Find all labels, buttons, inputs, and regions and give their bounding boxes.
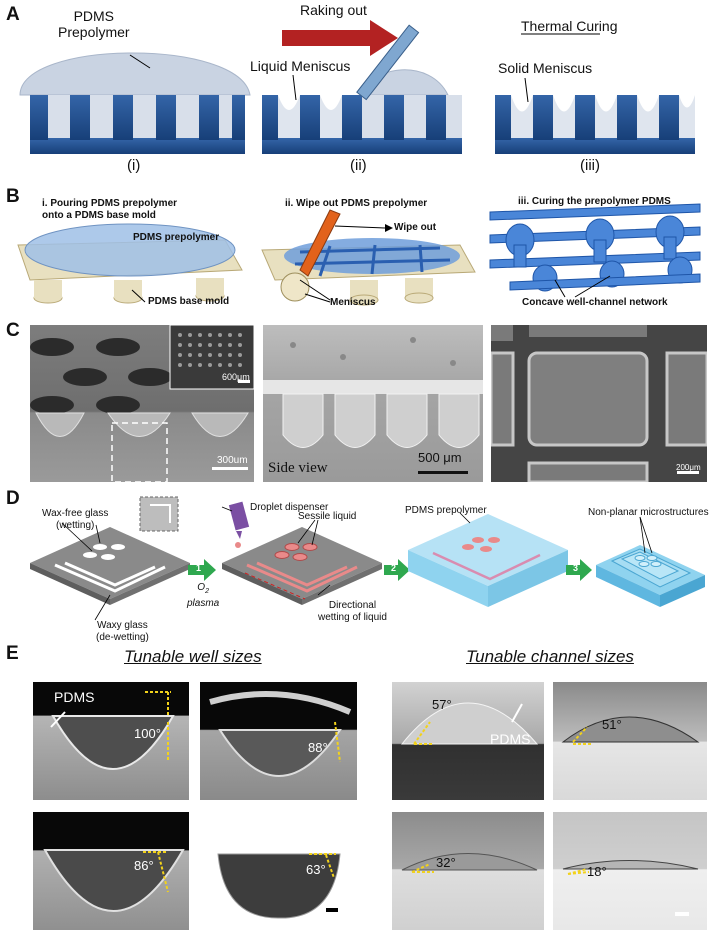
concave-network	[489, 203, 701, 292]
c-scale2: 500 μm	[418, 450, 462, 465]
sem-image-wells	[30, 325, 254, 482]
mold-i	[30, 95, 245, 154]
d-step-3: 3	[573, 563, 579, 573]
panel-d-diagram	[30, 496, 705, 621]
d-pdms-prepolymer-label: PDMS prepolymer	[405, 505, 487, 516]
step-iii-label: (iii)	[580, 157, 600, 174]
prepolymer-dome	[19, 52, 251, 96]
step-ii-label: (ii)	[350, 157, 367, 174]
mold-ii	[262, 95, 462, 154]
d-waxy-label: Waxy glass (de-wetting)	[96, 620, 149, 643]
glass-plate-1	[30, 496, 190, 605]
d-step-1: 1	[196, 563, 202, 573]
step-arrow-1	[188, 559, 216, 581]
e-channel-title: Tunable channel sizes	[466, 647, 634, 666]
raking-arrow	[282, 20, 398, 56]
well-image-4	[214, 850, 344, 920]
panel-a-letter: A	[6, 4, 20, 25]
rake-blade	[356, 24, 420, 101]
c-inset-scale: 600μm	[222, 372, 250, 382]
panel-a-diagram	[19, 20, 695, 154]
channel-image-1	[392, 682, 544, 800]
channel-angle-1: 57°	[432, 697, 452, 712]
c-side-view-label: Side view	[268, 460, 328, 476]
panel-e-letter: E	[6, 643, 19, 664]
channel-angle-2: 51°	[602, 717, 622, 732]
glass-plate-2	[222, 501, 382, 605]
sem-image-side	[263, 325, 483, 482]
wiper-blade	[299, 209, 341, 277]
d-directional-label: Directional wetting of liquid	[318, 600, 387, 623]
d-wax-free-label: Wax-free glass (wetting)	[42, 508, 109, 531]
b-network-label: Concave well-channel network	[522, 297, 668, 308]
b-prepolymer-label: PDMS prepolymer	[133, 232, 220, 243]
well-angle-1: 100°	[134, 726, 161, 741]
thermal-curing-label: Thermal Curing	[521, 18, 618, 34]
prepolymer-disc	[24, 223, 236, 277]
b-step1-title: i. Pouring PDMS prepolymer onto a PDMS b…	[42, 198, 178, 221]
prepolymer-block	[408, 514, 568, 607]
well-angle-3: 86°	[134, 858, 154, 873]
channel-pdms-label: PDMS	[490, 731, 531, 747]
base-mold-ii	[261, 238, 476, 306]
channel-image-4	[553, 812, 707, 930]
mold-iii	[495, 95, 695, 154]
well-pdms-label: PDMS	[54, 689, 95, 705]
well-image-2	[200, 682, 357, 800]
well-angle-2: 88°	[308, 740, 328, 755]
well-angle-4: 63°	[306, 862, 326, 877]
channel-angle-4: 18°	[587, 864, 607, 879]
step-i-label: (i)	[127, 157, 141, 174]
microstructure-block	[596, 545, 705, 607]
c-scale1: 300um	[217, 455, 248, 466]
channel-image-2	[553, 682, 707, 800]
b-base-mold-label: PDMS base mold	[148, 296, 230, 307]
b-step2-title: ii. Wipe out PDMS prepolymer	[285, 198, 428, 209]
channel-angle-3: 32°	[436, 855, 456, 870]
step-arrow-2	[384, 559, 410, 581]
well-image-1	[33, 682, 189, 800]
d-droplet-dispenser-label: Droplet dispenser	[250, 502, 329, 513]
b-meniscus-label: Meniscus	[330, 297, 376, 308]
b-wipe-out-label: Wipe out	[394, 222, 437, 233]
d-step-2: 2	[391, 563, 397, 573]
panel-d-letter: D	[6, 488, 20, 509]
panel-c-letter: C	[6, 320, 20, 341]
panel-b-letter: B	[6, 186, 20, 207]
c-scale3: 200μm	[676, 463, 701, 472]
d-non-planar-label: Non-planar microstructures	[588, 507, 709, 518]
d-plasma-word: plasma	[187, 598, 220, 609]
raking-out-label: Raking out	[300, 2, 367, 18]
step-arrow-3	[566, 559, 592, 581]
d-plasma-label: O2 plasma	[187, 582, 219, 610]
sem-image-network	[491, 325, 707, 482]
panel-b-diagram	[17, 203, 701, 306]
d-plasma-o: O	[197, 582, 206, 593]
e-well-title: Tunable well sizes	[124, 647, 262, 666]
prepolymer-label: PDMS Prepolymer	[58, 8, 130, 40]
b-step3-title: iii. Curing the prepolymer PDMS	[518, 196, 671, 207]
channel-image-3	[392, 812, 544, 930]
liquid-meniscus-label: Liquid Meniscus	[250, 58, 351, 74]
d-plasma-sub: 2	[205, 588, 209, 595]
d-sessile-liquid-label: Sessile liquid	[298, 511, 357, 522]
solid-meniscus-label: Solid Meniscus	[498, 60, 593, 76]
well-image-3	[33, 812, 189, 930]
